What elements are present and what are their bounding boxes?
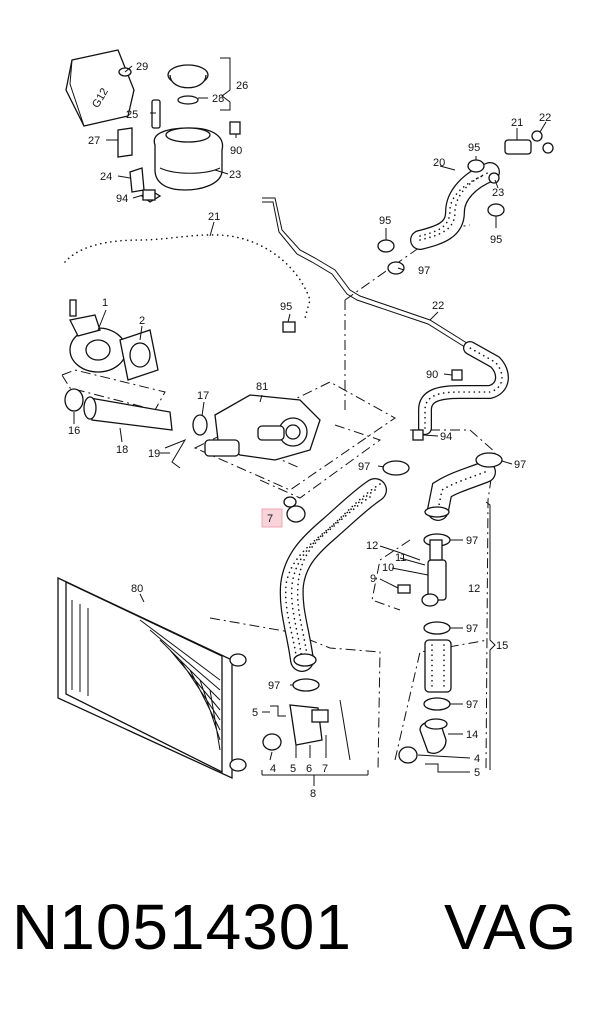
callout-15[interactable]: 15 <box>496 640 508 652</box>
callout-29[interactable]: 24 <box>100 171 112 183</box>
callout-97f[interactable]: 97 <box>268 680 280 692</box>
main-hose <box>279 478 387 672</box>
callout-21[interactable]: 21 <box>511 117 523 129</box>
callout-5a[interactable]: 5 <box>252 707 258 719</box>
callout-22[interactable]: 22 <box>539 112 551 124</box>
callout-95a[interactable]: 95 <box>468 142 480 154</box>
radiator <box>57 576 247 780</box>
callout-95b[interactable]: 95 <box>490 234 502 246</box>
callout-labels: 29 26 28 25 27 90 24 23 94 21 1 2 95 16 … <box>68 61 551 800</box>
callout-90b[interactable]: 90 <box>426 369 438 381</box>
callout-24[interactable]: 21 <box>208 211 220 223</box>
callout-26[interactable]: 23 <box>229 169 241 181</box>
callout-16[interactable]: 16 <box>68 425 80 437</box>
callout-95c[interactable]: 95 <box>379 215 391 227</box>
callout-28[interactable]: 25 <box>126 109 138 121</box>
callout-9[interactable]: 9 <box>370 573 376 585</box>
brand-name: VAG <box>444 891 578 963</box>
callout-2[interactable]: 2 <box>139 315 145 327</box>
callout-12b[interactable]: 12 <box>468 583 480 595</box>
callout-81[interactable]: 81 <box>256 381 268 393</box>
hose-20 <box>410 162 500 250</box>
callout-97e[interactable]: 97 <box>466 699 478 711</box>
callout-10[interactable]: 10 <box>382 562 394 574</box>
callout-14[interactable]: 14 <box>466 729 478 741</box>
parts-diagram: G12 <box>57 49 554 800</box>
callout-18[interactable]: 18 <box>116 444 128 456</box>
expansion-tank <box>140 64 224 203</box>
callout-5c[interactable]: 5 <box>474 767 480 779</box>
breather-tubes <box>262 197 471 350</box>
callout-27[interactable]: 26 <box>236 80 248 92</box>
callout-4b[interactable]: 4 <box>474 753 480 765</box>
callout-32[interactable]: 29 <box>136 61 148 73</box>
callout-7-highlighted[interactable]: 7 <box>267 513 273 525</box>
callout-97d[interactable]: 97 <box>466 623 478 635</box>
callout-31[interactable]: 28 <box>212 93 224 105</box>
callout-95d[interactable]: 97 <box>418 265 430 277</box>
callout-8[interactable]: 8 <box>310 788 316 800</box>
callout-94b[interactable]: 95 <box>280 301 292 313</box>
hose-25 <box>418 341 509 435</box>
callout-4a[interactable]: 4 <box>270 763 276 775</box>
callout-90a[interactable]: 90 <box>230 145 242 157</box>
coolant-canister: G12 <box>65 49 135 127</box>
callout-17[interactable]: 17 <box>197 390 209 402</box>
callout-7b[interactable]: 7 <box>322 763 328 775</box>
callout-30[interactable]: 27 <box>88 135 100 147</box>
footer: N10514301 VAG <box>0 890 600 980</box>
callout-19[interactable]: 19 <box>148 448 160 460</box>
highlight-box <box>261 508 283 528</box>
hose-15-assembly <box>419 461 496 754</box>
small-parts <box>64 99 554 773</box>
hose-24 <box>62 232 313 321</box>
leader-lines <box>73 57 547 786</box>
callout-94a[interactable]: 94 <box>116 193 128 205</box>
callout-97c[interactable]: 97 <box>466 535 478 547</box>
callout-6[interactable]: 6 <box>306 763 312 775</box>
callout-97a[interactable]: 97 <box>358 461 370 473</box>
callout-1[interactable]: 1 <box>102 297 108 309</box>
callout-5b[interactable]: 5 <box>290 763 296 775</box>
callout-90c[interactable]: 94 <box>440 431 452 443</box>
callout-25[interactable]: 22 <box>432 300 444 312</box>
callout-11[interactable]: 11 <box>395 552 406 564</box>
callout-20[interactable]: 20 <box>433 157 445 169</box>
callout-80[interactable]: 80 <box>131 583 143 595</box>
callout-97b[interactable]: 97 <box>514 459 526 471</box>
part-number: N10514301 <box>12 891 352 963</box>
callout-12a[interactable]: 12 <box>366 540 378 552</box>
callout-23[interactable]: 23 <box>492 187 504 199</box>
